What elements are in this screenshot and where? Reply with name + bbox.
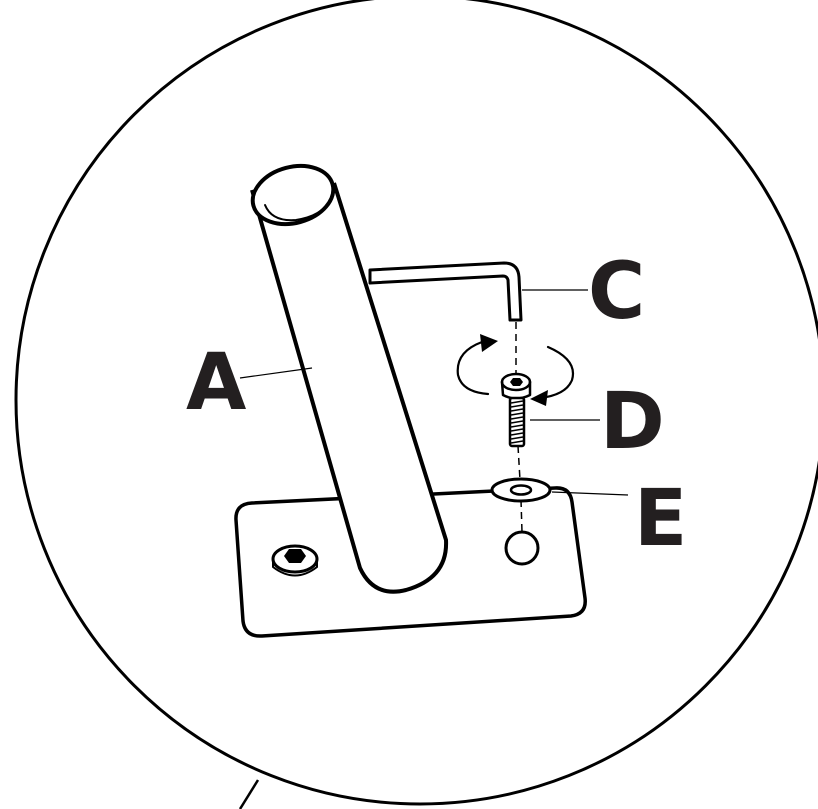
label-c: C (588, 247, 645, 337)
detail-leader-line (240, 780, 258, 809)
washer (492, 479, 550, 501)
label-d: D (600, 377, 665, 467)
detail-circle (16, 0, 818, 809)
label-e: E (634, 474, 687, 564)
label-a: A (186, 338, 246, 428)
